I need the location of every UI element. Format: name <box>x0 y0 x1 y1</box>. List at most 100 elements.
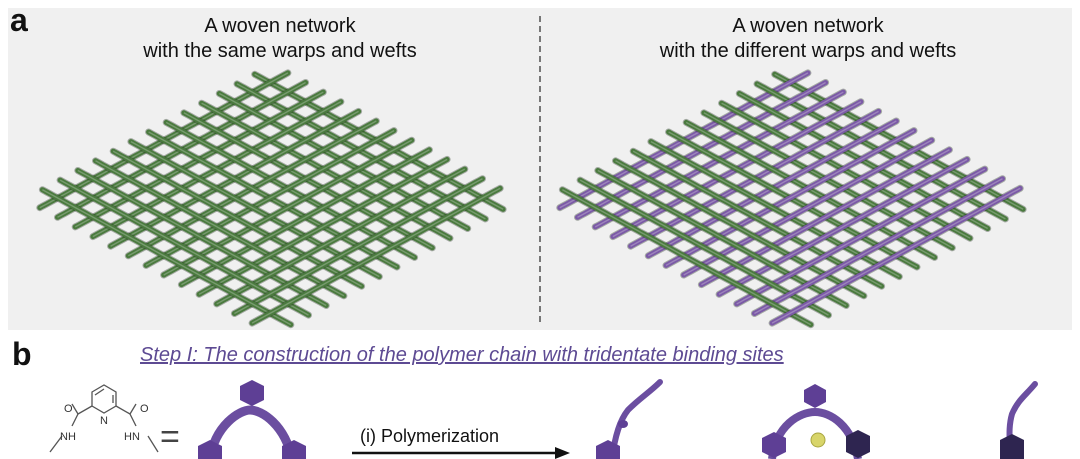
strand-highlight <box>668 131 918 268</box>
strand <box>577 177 831 318</box>
strand <box>683 119 938 260</box>
strand <box>196 156 450 297</box>
atom-o-left: O <box>64 403 73 415</box>
panel-b-letter: b <box>12 336 32 372</box>
strand-highlight <box>562 189 812 326</box>
strand <box>178 147 432 288</box>
strand <box>716 156 970 297</box>
strand <box>734 166 988 307</box>
hexagon-right <box>282 440 306 459</box>
strand-highlight <box>701 149 950 286</box>
strand <box>249 185 503 326</box>
strand <box>57 177 311 318</box>
strand <box>216 91 471 231</box>
strand-highlight <box>650 140 900 278</box>
strand <box>234 81 488 222</box>
atom-hn-right: HN <box>124 431 140 443</box>
bond-left <box>77 405 93 415</box>
strand <box>630 148 885 289</box>
strand <box>754 81 1008 222</box>
strand <box>93 158 347 299</box>
strand-highlight <box>183 112 433 249</box>
strand-highlight <box>95 160 345 297</box>
metal-ion <box>810 432 826 448</box>
atom-nh-left: NH <box>60 431 76 443</box>
arrow-head <box>555 447 570 459</box>
strand <box>769 185 1023 326</box>
strand-highlight <box>251 187 501 324</box>
strand-highlight <box>756 83 1006 220</box>
panel-divider <box>539 16 541 322</box>
strand-highlight <box>579 179 829 316</box>
atom-o-right: O <box>140 403 149 415</box>
strand-highlight <box>163 139 413 276</box>
strand-highlight <box>703 112 953 249</box>
strand-highlight <box>59 179 309 316</box>
strand-highlight <box>148 131 398 268</box>
strand <box>39 187 294 328</box>
woven-network-same <box>36 69 507 329</box>
strand <box>648 139 902 280</box>
strand <box>252 71 506 212</box>
strand <box>75 168 329 308</box>
strand-highlight <box>632 150 882 287</box>
strand <box>772 71 1026 212</box>
strand-highlight <box>771 187 1021 324</box>
strand-highlight <box>254 73 504 210</box>
strand <box>214 166 468 307</box>
strand-highlight <box>665 129 915 267</box>
strand-highlight <box>165 121 415 259</box>
strand <box>128 139 382 280</box>
strand <box>613 158 867 299</box>
strand-highlight <box>145 129 395 267</box>
left-title-line2: with the same warps and wefts <box>143 40 417 62</box>
hexagon-top <box>240 380 264 406</box>
strand-highlight <box>754 178 1003 315</box>
strand-highlight <box>721 102 971 239</box>
left-title-line1: A woven network <box>204 15 356 37</box>
pyridine-molecule <box>49 384 159 453</box>
strand-highlight <box>615 160 865 297</box>
panel-a-letter: a <box>10 2 28 38</box>
strand-highlight <box>112 150 362 287</box>
strand-highlight <box>130 140 380 278</box>
strand-highlight <box>218 92 469 230</box>
strand-highlight <box>42 189 292 326</box>
strand-highlight <box>685 121 935 259</box>
strand <box>110 148 365 289</box>
bond-right <box>115 405 131 415</box>
strand-highlight <box>774 73 1024 210</box>
left-network-title: A woven network with the same warps and … <box>70 14 490 64</box>
right-title-line1: A woven network <box>732 15 884 37</box>
strand-highlight <box>234 178 483 315</box>
strand-highlight <box>77 169 327 307</box>
equals-sign: = <box>160 418 180 456</box>
strand <box>163 119 418 260</box>
polymer-binding-site-with-metal <box>762 384 870 459</box>
strand <box>595 168 849 308</box>
polymerization-label: (i) Polymerization <box>360 426 500 446</box>
strand <box>199 100 453 241</box>
strand-highlight <box>597 169 847 307</box>
strand <box>701 110 955 251</box>
strand-highlight <box>181 149 430 286</box>
strand <box>698 147 952 288</box>
step-title: Step I: The construction of the polymer … <box>140 344 784 366</box>
strand <box>559 187 814 328</box>
strand-highlight <box>236 83 486 220</box>
woven-network-different <box>556 69 1027 329</box>
strand-highlight <box>216 168 466 305</box>
strand-highlight <box>201 102 451 239</box>
right-title-line2: with the different warps and wefts <box>659 40 957 62</box>
right-network-title: A woven network with the different warps… <box>598 14 1018 64</box>
strand <box>719 100 973 241</box>
strand-highlight <box>718 158 968 295</box>
hexagon-left <box>198 440 222 459</box>
strand <box>146 129 400 270</box>
polymer-chain-1 <box>596 379 663 459</box>
binding-site-cartoon <box>198 380 306 459</box>
strand <box>143 128 397 268</box>
strand <box>751 176 1005 316</box>
polymer-chain-2 <box>1000 381 1038 459</box>
strand <box>161 137 415 278</box>
